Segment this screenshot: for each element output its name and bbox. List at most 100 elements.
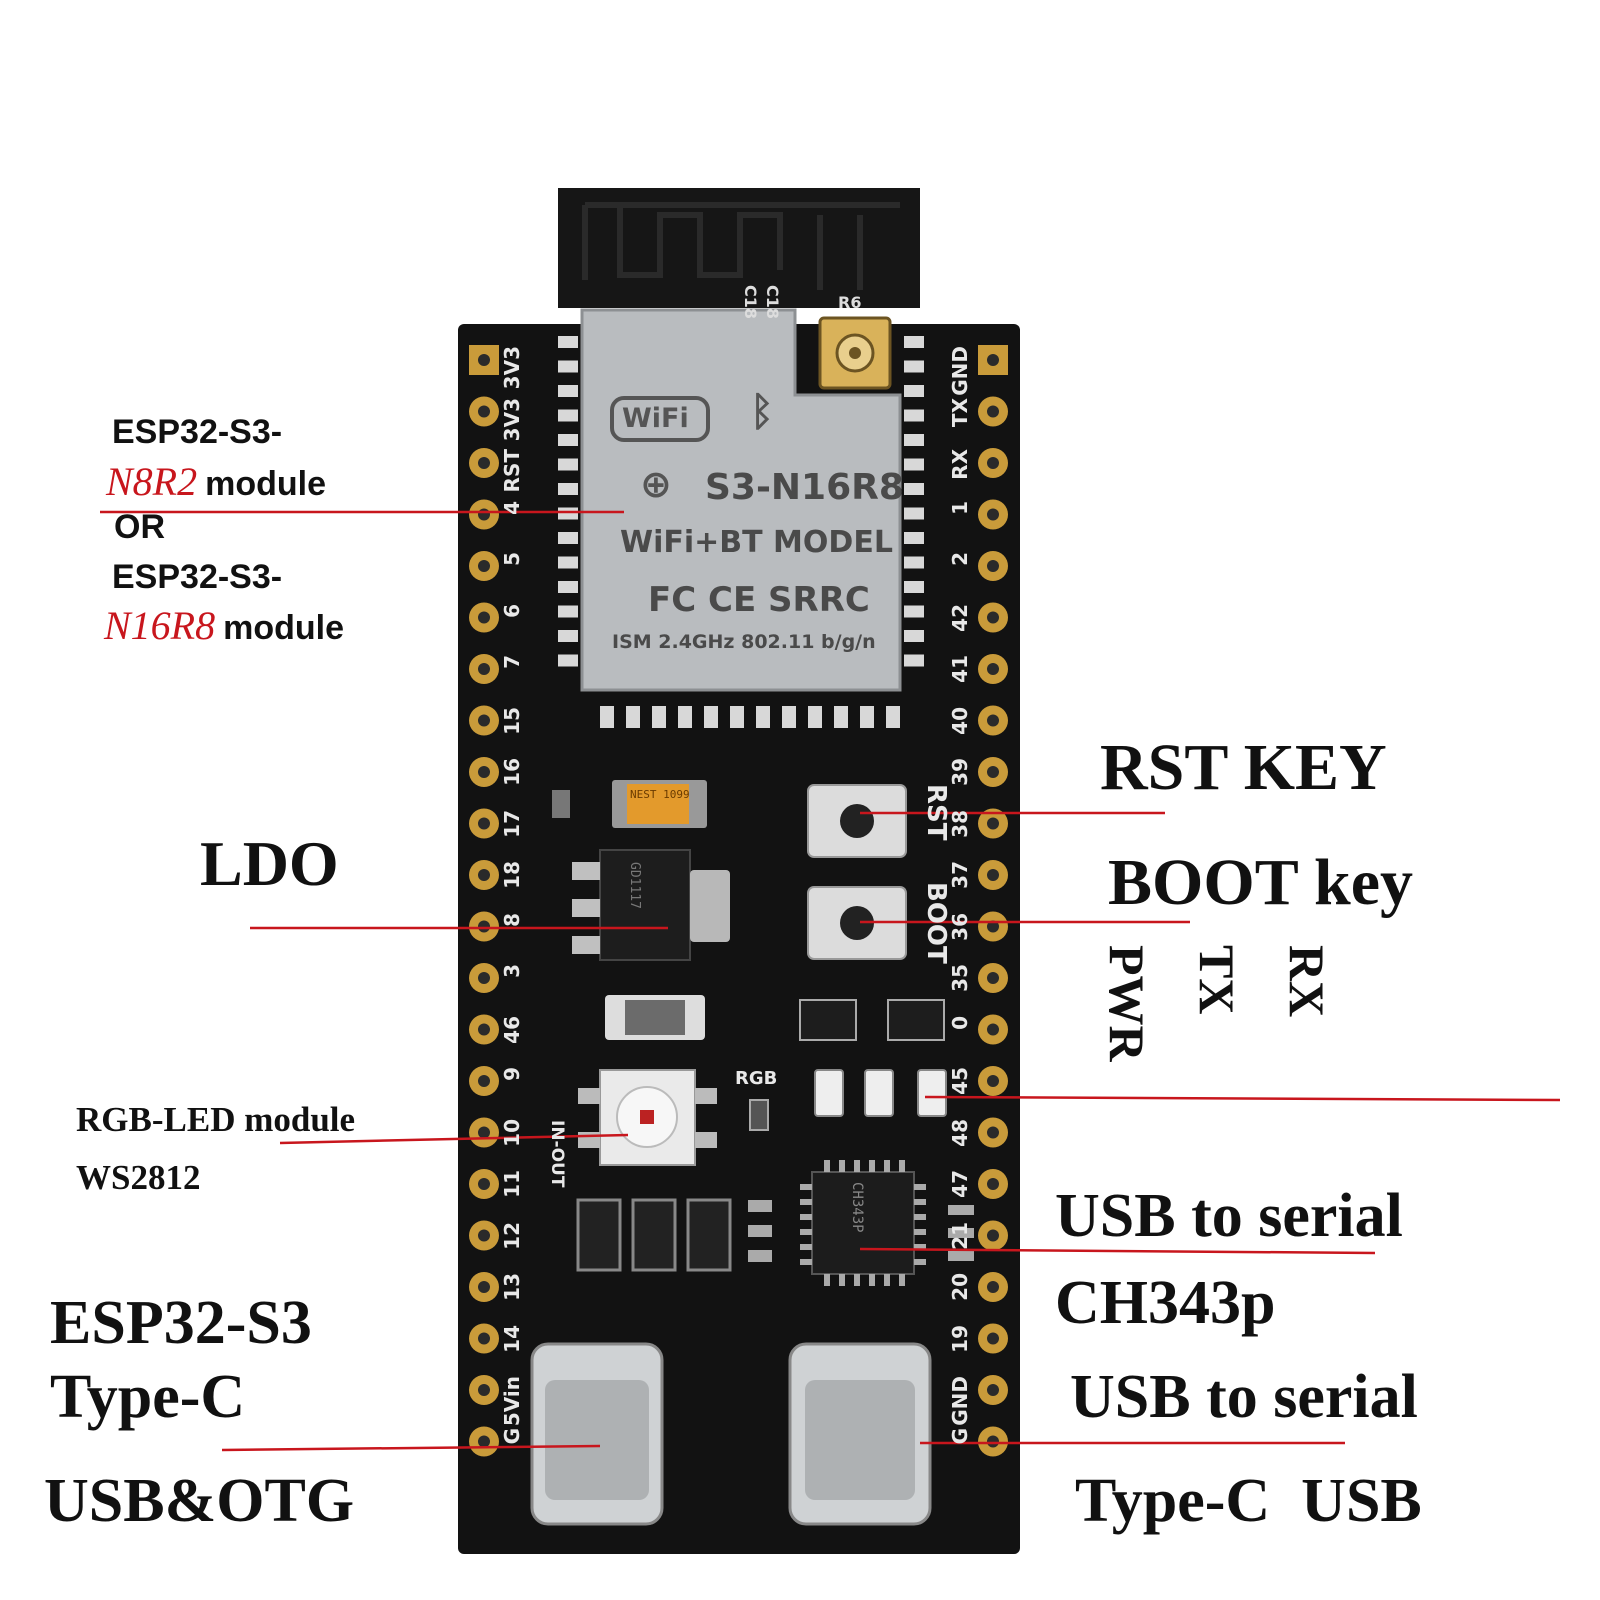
rx-led — [917, 1069, 947, 1117]
header-pin-hole — [987, 508, 999, 521]
module-pad — [904, 556, 924, 569]
header-pin-hole — [987, 1281, 999, 1293]
pin-label: 13 — [500, 1273, 524, 1301]
module-pad — [558, 556, 578, 569]
header-pin-hole — [987, 1126, 999, 1139]
wifi-logo-text: WiFi — [622, 403, 689, 434]
chip-pin — [869, 1160, 875, 1172]
pin-label: 46 — [500, 1015, 524, 1044]
chip-pin — [800, 1244, 812, 1250]
header-pin-hole — [987, 972, 999, 984]
pin-label: 8 — [500, 912, 524, 927]
module-pad — [558, 630, 578, 642]
silk-c18: C18 — [741, 285, 760, 320]
leader-rgb — [279, 1133, 629, 1145]
chip-pin — [800, 1229, 812, 1235]
chip-pin — [914, 1259, 926, 1265]
pin-label: 37 — [948, 861, 972, 889]
module-pad — [558, 581, 578, 593]
label-tx: TX — [1189, 945, 1245, 1015]
module-pad — [904, 434, 924, 446]
pin-label: 11 — [500, 1170, 524, 1198]
module-pad — [904, 581, 924, 593]
module-pad — [558, 507, 578, 520]
module-label-line2: N8R2 module — [106, 462, 326, 502]
module-pad — [626, 706, 640, 728]
transistor-1 — [799, 999, 857, 1041]
header-pin-hole — [478, 1126, 490, 1139]
pin-label: 2 — [948, 552, 972, 566]
ldo-pin-3 — [572, 936, 600, 954]
smd-part — [748, 1200, 772, 1212]
leader-otg — [221, 1444, 601, 1452]
label-ldo: LDO — [200, 828, 339, 899]
header-pin-hole — [478, 1384, 490, 1396]
pin-label: 17 — [500, 809, 524, 838]
module-pad — [558, 654, 578, 667]
chip-pin — [800, 1259, 812, 1265]
chip-pin — [899, 1274, 905, 1286]
label-usb-serial-top: USB to serial — [1055, 1182, 1403, 1250]
pin-label: 19 — [948, 1324, 972, 1353]
label-rx: RX — [1279, 945, 1335, 1018]
header-pin-hole — [478, 457, 490, 469]
bluetooth-icon: ᛒ — [750, 389, 774, 435]
silk-c18: C18 — [763, 285, 782, 320]
chip-pin — [869, 1274, 875, 1286]
chip-pin — [914, 1199, 926, 1205]
header-pin-hole — [478, 817, 490, 830]
rgb-led-die — [640, 1110, 654, 1124]
ldo-pin-2 — [572, 899, 600, 917]
silk-rst: RST — [921, 784, 951, 841]
module-pad — [904, 385, 924, 397]
module-pad — [558, 434, 578, 446]
rgb-pin — [578, 1088, 600, 1104]
right-header-pins — [978, 345, 1008, 1457]
chip-pin — [914, 1244, 926, 1250]
small-resistor — [749, 1099, 769, 1131]
pin-label: G — [500, 1427, 524, 1444]
header-pin-hole — [478, 1332, 490, 1345]
header-pin-hole — [987, 457, 999, 469]
pin-label: RST — [500, 449, 524, 493]
cap-marking: NEST 1099 — [630, 788, 690, 801]
chip-marking: CH343P — [849, 1182, 865, 1233]
pin-label: 39 — [948, 758, 972, 786]
header-pin-hole — [987, 817, 999, 830]
chip-pin — [914, 1214, 926, 1220]
pin-label: 38 — [948, 809, 972, 838]
boot-button-cap — [840, 906, 874, 940]
antenna-trace — [582, 202, 900, 290]
header-pin-hole — [478, 972, 490, 984]
usb-c-serial-shell — [805, 1380, 915, 1500]
header-pin-hole — [478, 766, 490, 778]
header-pin-hole — [987, 1435, 999, 1448]
ldo-regulator — [599, 849, 691, 961]
module-pad — [904, 483, 924, 495]
leader-lines — [100, 510, 1561, 1452]
module-pad — [558, 385, 578, 397]
pin-label: 42 — [948, 603, 972, 632]
pin-label: 21 — [948, 1221, 972, 1250]
header-pin-hole — [987, 714, 999, 727]
pin-label: 3 — [500, 964, 524, 978]
diode-2 — [631, 1198, 677, 1272]
pin-label: 6 — [500, 603, 524, 618]
module-variant-n16r8: N16R8 — [104, 603, 216, 648]
module-model: WiFi+BT MODEL — [620, 525, 893, 560]
header-pin-hole — [987, 354, 999, 366]
pin-label: GND — [948, 346, 972, 396]
chip-pin — [884, 1274, 890, 1286]
header-pin-hole — [987, 1384, 999, 1396]
label-ch343p: CH343p — [1055, 1269, 1276, 1337]
header-pin-hole — [987, 920, 999, 933]
ch343p-chip-pins — [800, 1160, 926, 1286]
module-pad — [808, 706, 822, 728]
module-certs: FC CE SRRC — [648, 580, 870, 620]
silk-boot: BOOT — [921, 882, 951, 964]
smd-part — [948, 1228, 974, 1238]
diode-3 — [686, 1198, 732, 1272]
wifi-logo-frame — [610, 396, 710, 442]
